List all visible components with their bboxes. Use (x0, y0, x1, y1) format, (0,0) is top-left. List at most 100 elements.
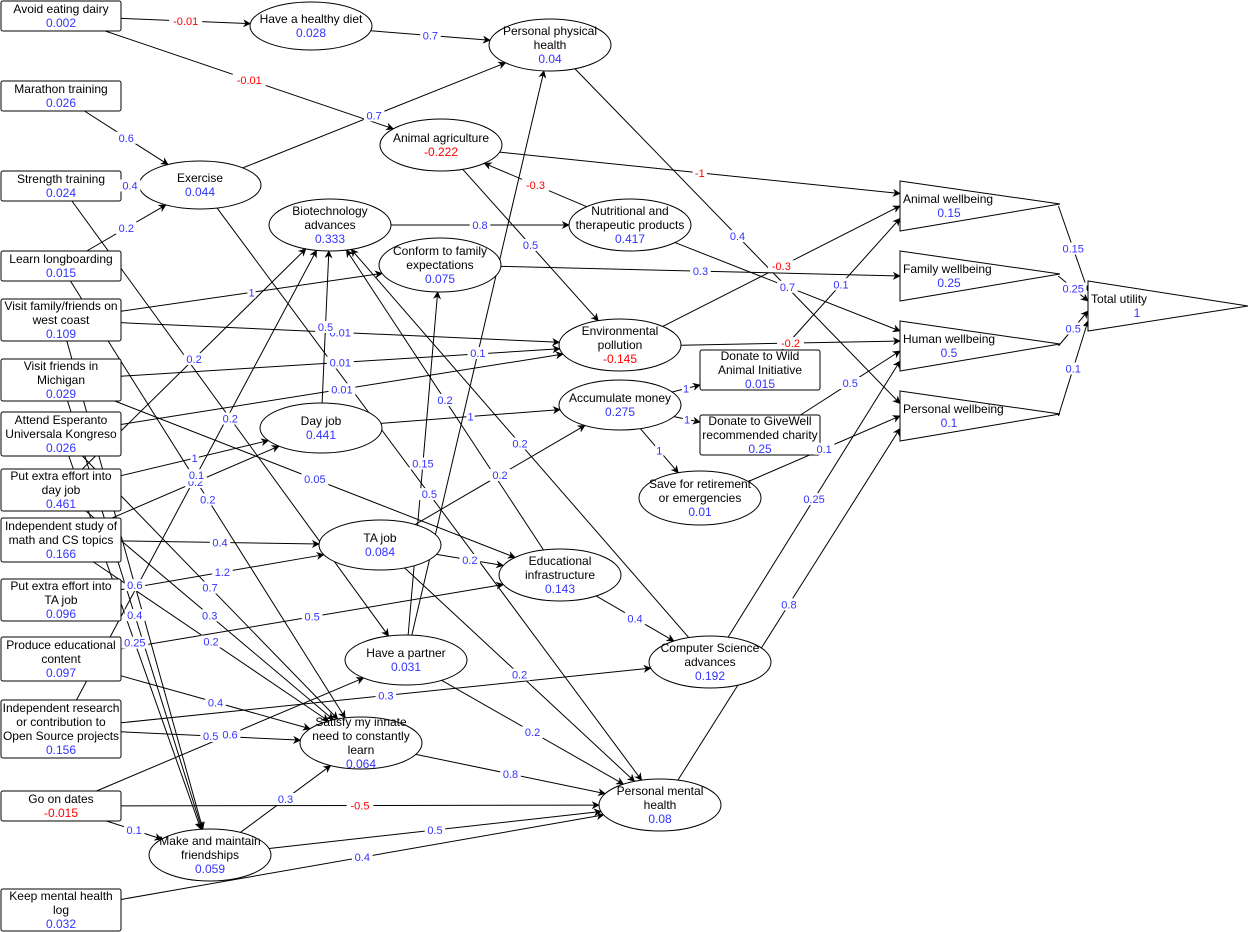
edge-label: 0.2 (509, 437, 531, 451)
edge-weight: 0.2 (512, 439, 527, 451)
edge-label: 1 (682, 413, 692, 426)
node-value: 0.166 (46, 547, 76, 561)
node-value: 0.024 (46, 186, 76, 200)
node-value: 0.1 (941, 416, 958, 430)
edge-label: 0.4 (209, 536, 231, 549)
edge-weight: 0.5 (1066, 324, 1081, 336)
edge-label: 0.1 (1062, 362, 1084, 376)
node-value: 0.109 (46, 327, 76, 341)
node-box (0, 636, 122, 682)
edge-weight: 0.6 (127, 580, 142, 592)
node-value: 0.461 (46, 497, 76, 511)
edge-weight: 0.15 (1062, 244, 1083, 256)
edge-weight: 0.7 (366, 110, 381, 122)
node-value: 0.01 (688, 505, 712, 519)
edge-label: 1 (655, 444, 664, 458)
node-ellipse (148, 828, 272, 882)
node-triangle (899, 320, 1061, 372)
edge-weight: 0.7 (202, 582, 217, 594)
node-box (0, 298, 122, 342)
node-ellipse (558, 318, 682, 372)
node-value: 0.143 (545, 582, 575, 596)
edge-weight: -0.3 (526, 180, 545, 192)
edge-weight: 0.25 (803, 494, 824, 506)
edge-label: 1 (681, 382, 691, 395)
edge-labels-layer: -0.01-0.010.70.60.40.20.70.50.20.20.4-10… (115, 14, 1087, 864)
edge-label: 0.1 (467, 346, 489, 360)
edge-label: 0.25 (1059, 282, 1087, 296)
node-value: 0.333 (315, 232, 345, 246)
edge-weight: 0.01 (331, 384, 352, 396)
edge-label: 0.15 (1059, 242, 1087, 256)
node-ellipse (379, 118, 503, 172)
node-label: Accumulate money (569, 391, 671, 405)
node-value: 0.08 (648, 812, 672, 826)
edge-weight: 0.8 (503, 769, 518, 781)
edge-weight: 0.5 (422, 489, 437, 501)
node-value: 0.026 (46, 96, 76, 110)
node-label: Family wellbeing (903, 262, 992, 276)
edge-label: 0.6 (115, 131, 137, 145)
edge-weight: 0.2 (223, 414, 238, 426)
node-label: Day job (301, 414, 342, 428)
node-value: 0.5 (941, 346, 958, 360)
edge-weight: 0.3 (278, 794, 293, 806)
node-triangle (899, 180, 1061, 232)
edge-label: 0.2 (200, 635, 222, 649)
node-ellipse (568, 198, 692, 252)
edge-label: 0.3 (275, 793, 296, 806)
edge-weight: 0.2 (119, 223, 134, 235)
edge-label: 0.7 (199, 581, 221, 594)
edge-label: -0.3 (767, 260, 795, 273)
node-ellipse (378, 237, 502, 293)
edge-label: 0.1 (123, 824, 145, 837)
edge-label: -0.5 (346, 799, 374, 813)
node-label: Have a partner (366, 646, 445, 660)
edge-weight: 0.1 (189, 470, 204, 482)
edge-weight: 1 (248, 287, 254, 299)
edge-label: 0.2 (459, 553, 481, 567)
edge-weight: -0.01 (173, 16, 198, 28)
node-value: 0.084 (365, 545, 395, 559)
edge-weight: 0.25 (1062, 284, 1083, 296)
node-box (0, 699, 122, 759)
node-ellipse (299, 716, 423, 770)
edge-label: 0.3 (199, 609, 220, 622)
node-value: 0.031 (391, 660, 421, 674)
node-ellipse (344, 634, 468, 686)
node-value: 0.096 (46, 607, 76, 621)
edge-weight: 0.01 (330, 358, 351, 370)
edge-label: 0.2 (434, 394, 456, 407)
edge-weight: 1 (467, 412, 473, 424)
node-value: 0.059 (195, 862, 225, 876)
edge-label: 0.4 (205, 696, 226, 709)
node-ellipse (249, 1, 373, 51)
node-value: 0.15 (937, 206, 961, 220)
edge-weight: 0.5 (318, 322, 333, 334)
node-value: 0.032 (46, 917, 76, 931)
node-value: 0.028 (296, 26, 326, 40)
node-value: 0.417 (615, 232, 645, 246)
edge-weight: 0.1 (127, 825, 142, 837)
